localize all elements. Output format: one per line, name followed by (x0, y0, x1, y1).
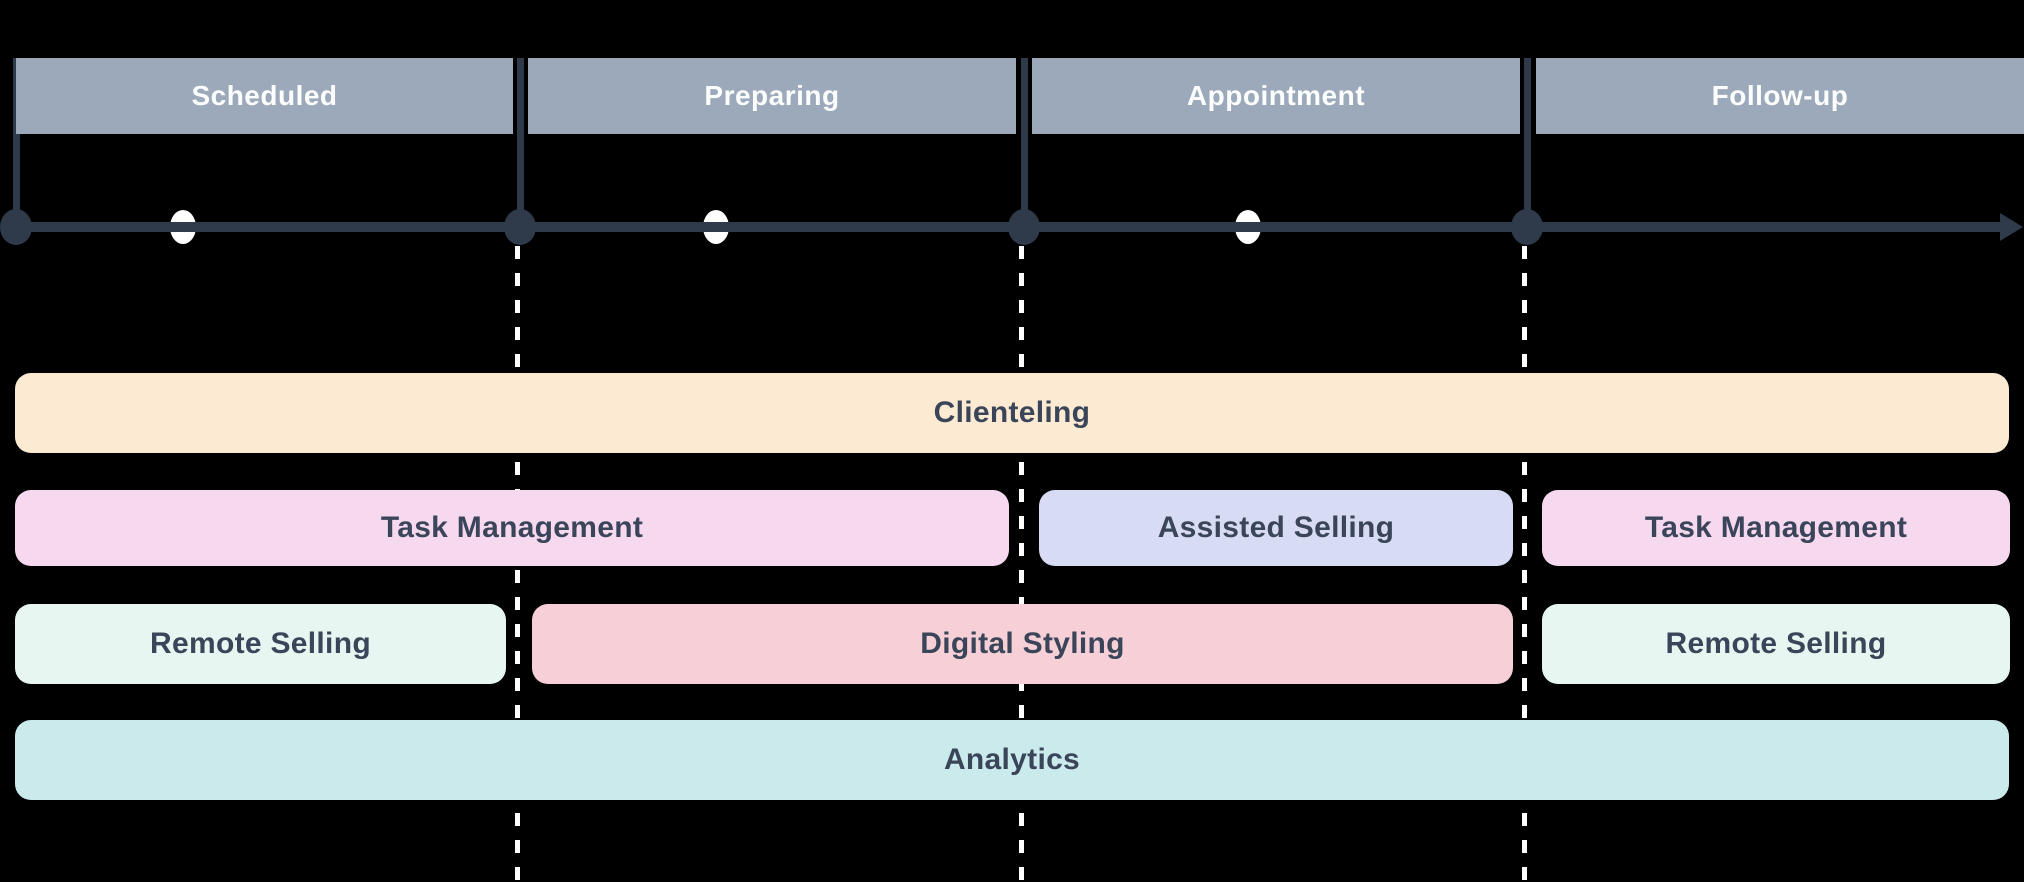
bar-label: Analytics (943, 743, 1081, 776)
bar-task-management-1: Task Management (15, 490, 1009, 566)
phase-header-scheduled: Scheduled (16, 58, 513, 134)
timeline-boundary-dot (1008, 209, 1040, 245)
phase-label: Preparing (704, 80, 840, 111)
bar-label: Remote Selling (150, 627, 371, 660)
timeline-boundary-dot (0, 209, 32, 245)
phase-boundary-line (1021, 58, 1028, 230)
phase-boundary-line (1524, 58, 1531, 230)
bar-remote-selling-2: Remote Selling (1542, 604, 2010, 684)
dashed-guide-line (1019, 246, 1024, 882)
bar-label: Remote Selling (1665, 627, 1887, 660)
bar-assisted-selling: Assisted Selling (1039, 490, 1513, 566)
bar-clienteling: Clienteling (15, 373, 2009, 453)
bar-task-management-2: Task Management (1542, 490, 2010, 566)
phase-header-preparing: Preparing (528, 58, 1016, 134)
phase-header-appointment: Appointment (1032, 58, 1520, 134)
phase-label: Follow-up (1711, 80, 1849, 111)
dashed-guide-line (1522, 246, 1527, 882)
bar-label: Digital Styling (920, 627, 1125, 660)
bar-label: Clienteling (933, 396, 1091, 429)
phase-boundary-line (517, 58, 524, 230)
phase-label: Scheduled (191, 80, 338, 111)
timeline-boundary-dot (1511, 209, 1543, 245)
phase-boundary-line (13, 58, 20, 230)
bar-remote-selling-1: Remote Selling (15, 604, 506, 684)
timeline-boundary-dot (504, 209, 536, 245)
bar-label: Assisted Selling (1157, 511, 1395, 544)
phase-header-follow-up: Follow-up (1536, 58, 2024, 134)
bar-analytics: Analytics (15, 720, 2009, 800)
bar-label: Task Management (380, 511, 644, 544)
timeline-arrow-icon (2000, 213, 2023, 241)
bar-digital-styling: Digital Styling (532, 604, 1513, 684)
phase-label: Appointment (1186, 80, 1366, 111)
bar-label: Task Management (1644, 511, 1908, 544)
